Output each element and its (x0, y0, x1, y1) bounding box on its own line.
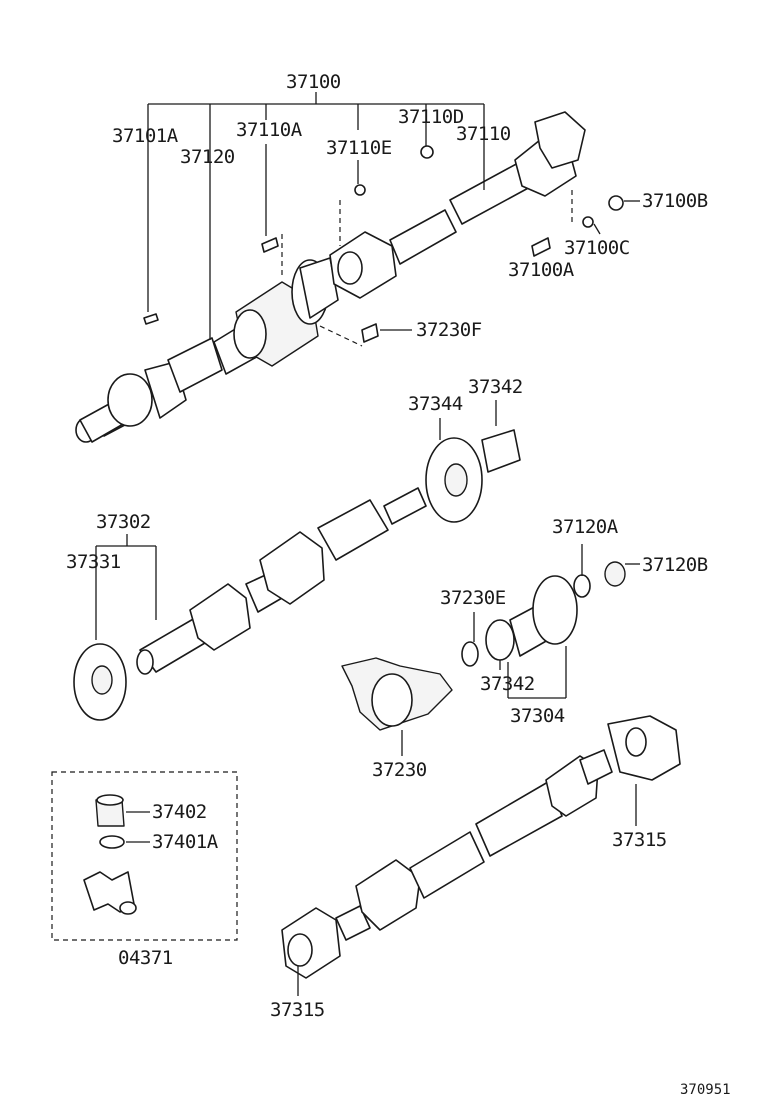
label-37344: 37344 (408, 393, 463, 415)
label-37230E: 37230E (440, 587, 506, 609)
spline-37302 (383, 487, 427, 525)
leaders-middle (95, 400, 497, 640)
label-37110: 37110 (456, 123, 511, 145)
washer-37110E (354, 184, 366, 196)
label-37230F: 37230F (416, 319, 482, 341)
clip-37101A (143, 313, 159, 325)
figure-reference-number: 370951 (680, 1082, 731, 1098)
bearing-37342-lower (485, 619, 515, 661)
label-37304: 37304 (510, 705, 565, 727)
center-bearing-parts (341, 561, 626, 731)
label-37100A: 37100A (508, 259, 575, 281)
bolt-37110A (261, 237, 279, 253)
front-yoke-ring (107, 373, 153, 427)
nut-37110D (420, 145, 434, 159)
washer-37230E (461, 641, 479, 667)
slip-spline-end (136, 649, 154, 675)
center-flange-back (299, 257, 339, 319)
bolt-37100A (531, 237, 551, 257)
washer-37120A (573, 574, 591, 598)
label-37110E: 37110E (326, 137, 392, 159)
label-37110A: 37110A (236, 119, 303, 141)
washer-37100C (582, 216, 594, 228)
bearing-cup-top (96, 794, 124, 806)
kit-dashed-box (51, 771, 238, 941)
part-labels: 37100 37101A 37110A 37120 37110D 37110E … (66, 71, 731, 1098)
label-37331: 37331 (66, 551, 121, 573)
dash-line-c (319, 325, 363, 347)
center-support-ring (371, 673, 413, 727)
label-37120B: 37120B (642, 554, 708, 576)
kit-04371 (51, 771, 238, 941)
flange-face-bottom (287, 933, 313, 967)
label-37230: 37230 (372, 759, 427, 781)
nut-37100B (608, 195, 624, 211)
label-37342-top: 37342 (468, 376, 523, 398)
bolt-37230F (361, 323, 379, 343)
label-37100B: 37100B (642, 190, 708, 212)
label-37315-bottom: 37315 (270, 999, 325, 1021)
leaders-bearing (401, 544, 640, 756)
flange-face-top (625, 727, 647, 757)
deflector-bore (444, 463, 468, 497)
label-37302: 37302 (96, 511, 151, 533)
leader-37100C (593, 223, 601, 235)
label-37342-lower: 37342 (480, 673, 535, 695)
label-37110D: 37110D (398, 106, 464, 128)
label-04371: 04371 (118, 947, 173, 969)
rear-flange-yoke (534, 111, 586, 169)
rear-shaft-assembly (281, 715, 681, 979)
label-37401A: 37401A (152, 831, 219, 853)
slip-yoke (189, 583, 251, 651)
shaft-37302-assembly (73, 429, 521, 721)
label-37315-top: 37315 (612, 829, 667, 851)
spider-bottom (335, 905, 371, 941)
flange-37304 (532, 575, 578, 645)
tube-bottom-a (409, 831, 485, 899)
bearing-37342-top (481, 429, 521, 473)
middle-yoke-face (337, 251, 363, 285)
snap-ring-37401A (99, 835, 125, 849)
center-bearing-face (233, 309, 267, 359)
spider-top-right (579, 749, 613, 785)
leaders-top (147, 92, 640, 340)
yoke-bottom (355, 859, 421, 931)
leaders-bottom (297, 784, 637, 996)
label-37100: 37100 (286, 71, 341, 93)
nut-37120B (604, 561, 626, 587)
label-37101A: 37101A (112, 125, 179, 147)
tube-37302 (317, 499, 389, 561)
tube-bottom-b (475, 781, 563, 857)
front-tube-section (167, 337, 223, 393)
label-37120A: 37120A (552, 516, 619, 538)
label-37402: 37402 (152, 801, 207, 823)
label-37120: 37120 (180, 146, 235, 168)
label-37100C: 37100C (564, 237, 630, 259)
propeller-shaft-assembly-top (75, 111, 624, 443)
double-yoke-37302 (259, 531, 325, 605)
spider-cap (119, 901, 137, 915)
rear-tube-a (389, 209, 457, 265)
dust-boot-bore (91, 665, 113, 695)
